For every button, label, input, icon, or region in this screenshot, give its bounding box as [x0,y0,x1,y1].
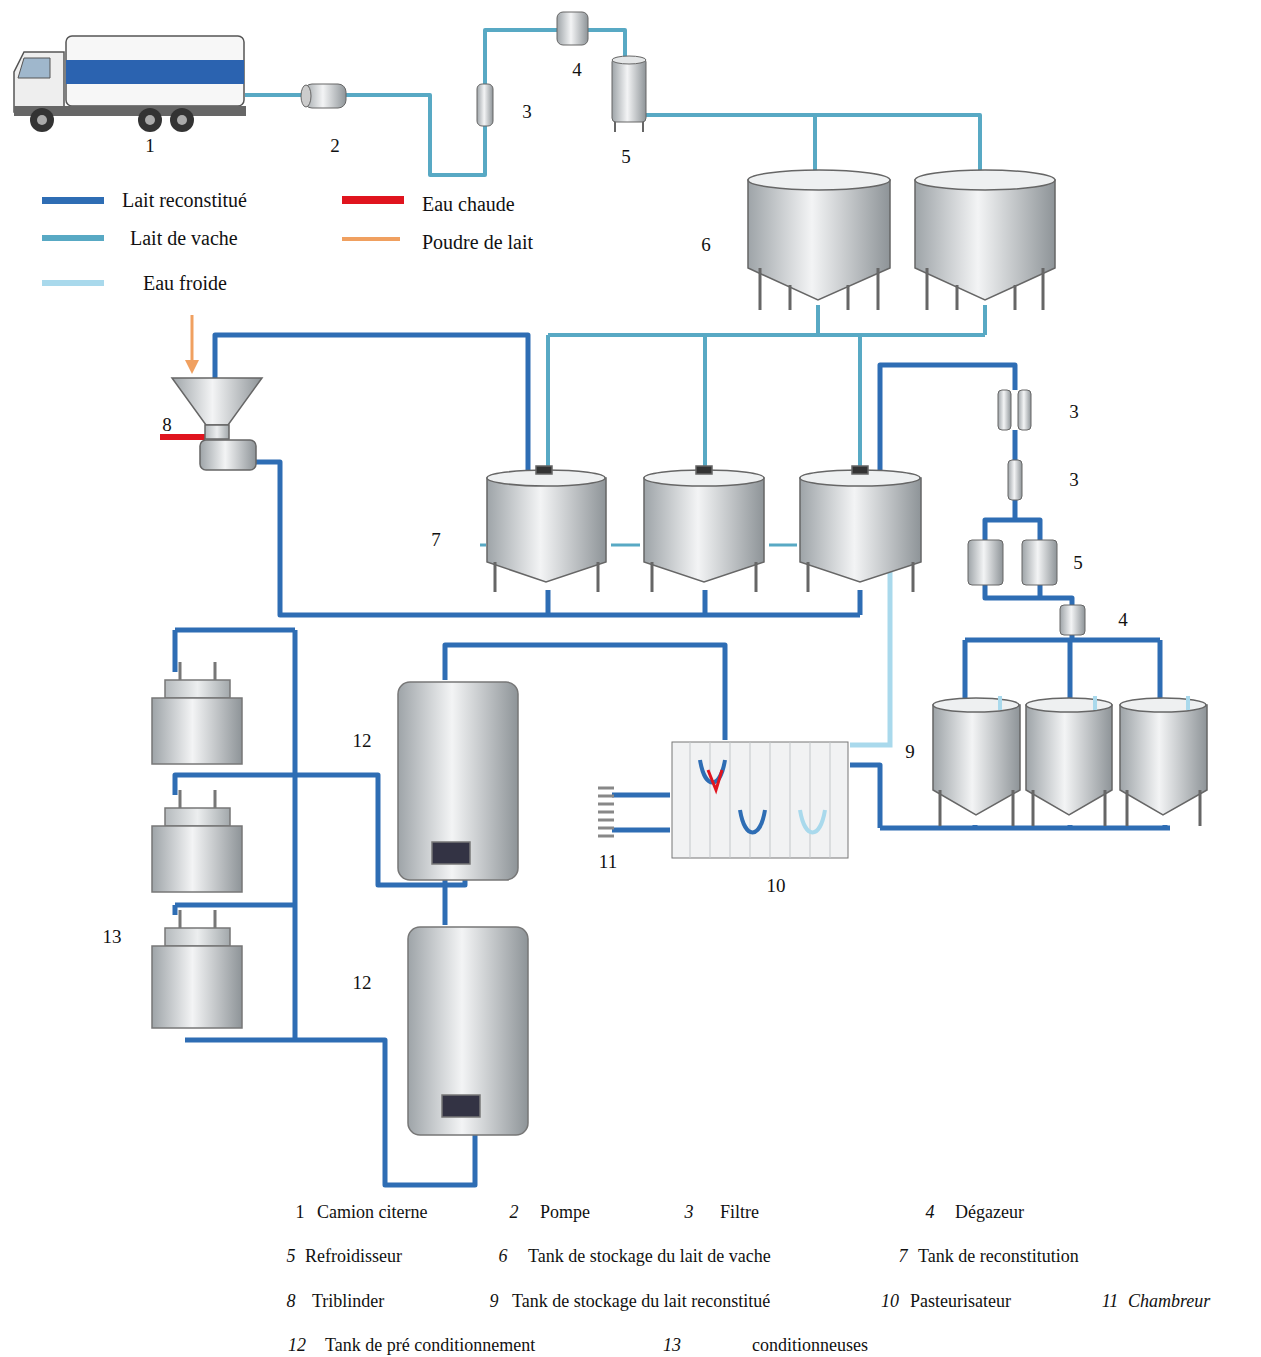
callout-number: 2 [330,135,340,157]
callout-number: 9 [905,741,915,763]
key-text: 5 [287,1246,296,1267]
callout-number: 6 [701,234,711,256]
callout-number: 12 [353,972,372,994]
callout-number: 4 [1118,609,1128,631]
callout-number: 12 [353,730,372,752]
key-text: Dégazeur [955,1202,1024,1223]
reconstitution-tanks [487,466,921,592]
callout-number: 5 [621,146,631,168]
callout-number: 7 [431,529,441,551]
callout-number: 8 [162,414,172,436]
callout-number: 3 [522,101,532,123]
legend-swatch [342,196,404,204]
powder-arrow [191,315,194,362]
cold-water-pipe [850,555,905,745]
key-text: conditionneuses [752,1335,868,1356]
legend-text: Lait de vache [130,227,238,250]
key-text: 9 [490,1291,499,1312]
triblender [172,378,262,470]
key-text: Tank de stockage du lait reconstitué [512,1291,770,1312]
callout-number: 3 [1069,401,1079,423]
key-text: Chambreur [1128,1291,1210,1312]
legend-text: Eau froide [143,272,227,295]
pasteurizer [672,742,848,858]
legend-text: Poudre de lait [422,231,533,254]
key-text: Tank de reconstitution [918,1246,1079,1267]
callout-number: 5 [1073,552,1083,574]
cooler [612,56,646,132]
key-text: Filtre [720,1202,759,1223]
callout-number: 3 [1069,469,1079,491]
key-text: 3 [685,1202,694,1223]
key-text: 7 [899,1246,908,1267]
key-text: Camion citerne [317,1202,427,1223]
callout-number: 10 [767,875,786,897]
key-text: 8 [287,1291,296,1312]
tank-links [480,544,797,547]
callout-number: 4 [572,59,582,81]
callout-number: 1 [145,135,155,157]
callout-number: 13 [103,926,122,948]
key-text: 11 [1102,1291,1119,1312]
powder-arrow-head [185,360,199,374]
tank-vents [1000,696,1188,710]
callout-number: 11 [599,851,617,873]
filter [477,84,493,126]
filters [998,390,1031,500]
key-text: Tank de pré conditionnement [325,1335,535,1356]
pump [301,84,346,108]
key-text: Tank de stockage du lait de vache [528,1246,771,1267]
degasser [557,12,588,45]
legend-swatch [42,197,104,204]
key-text: 12 [288,1335,306,1356]
legend-swatch [42,235,104,241]
key-text: 1 [296,1202,305,1223]
legend-swatch [42,280,104,286]
key-text: 13 [663,1335,681,1356]
cow-milk-pipes [245,30,985,470]
legend-text: Eau chaude [422,193,515,216]
reconstituted-milk-pipes [175,335,1170,1185]
legend-text: Lait reconstitué [122,189,247,212]
legend-swatch [342,237,400,241]
cow-milk-storage-tanks [748,170,1055,310]
holding-tube [598,788,614,836]
packaging-machines [152,662,242,1028]
pre-packaging-tanks [398,682,528,1135]
key-text: Pasteurisateur [910,1291,1011,1312]
tanker-truck [14,36,246,132]
key-text: Refroidisseur [305,1246,402,1267]
key-text: 10 [881,1291,899,1312]
key-text: 6 [499,1246,508,1267]
key-text: Pompe [540,1202,590,1223]
reconstituted-storage-tanks [933,698,1207,826]
key-text: Triblinder [312,1291,384,1312]
key-text: 2 [510,1202,519,1223]
coolers [968,540,1085,635]
key-text: 4 [926,1202,935,1223]
